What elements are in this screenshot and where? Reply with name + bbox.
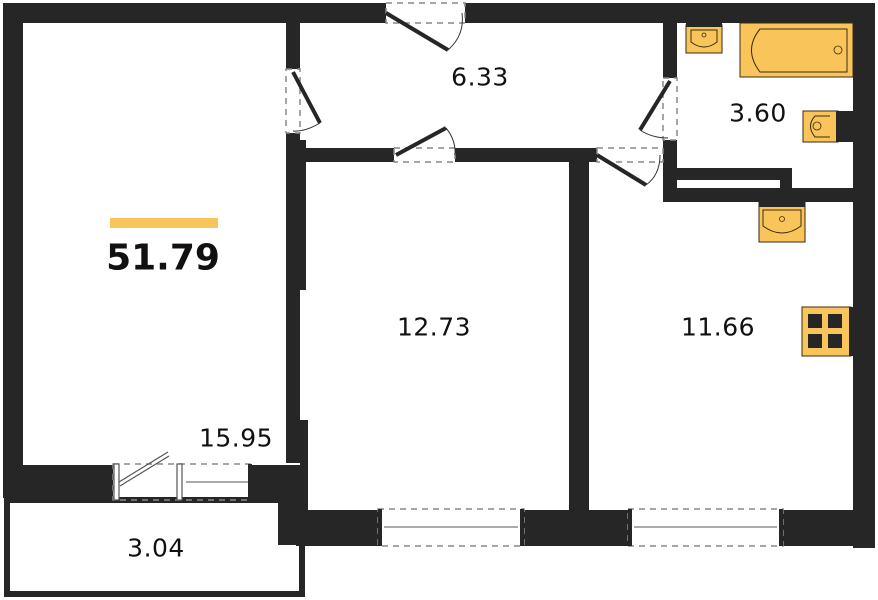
room-area-balcony: 3.04: [127, 533, 185, 563]
walls: [3, 3, 875, 548]
room-area-living-room: 15.95: [198, 423, 274, 453]
washbasin-icon: [685, 23, 723, 54]
room-area-bedroom: 12.73: [396, 312, 472, 342]
total-area-accent-bar: [110, 218, 218, 228]
door-swings: [292, 12, 669, 186]
room-area-kitchen: 11.66: [680, 312, 756, 342]
kitchen-sink-icon: [758, 201, 806, 243]
window-panes: [186, 481, 777, 528]
room-area-bathroom: 3.60: [729, 98, 787, 128]
balcony-door: [113, 451, 183, 501]
stove-icon: [801, 306, 853, 357]
window-frames: [248, 464, 783, 546]
bathtub-icon: [739, 22, 854, 78]
windows: [112, 463, 784, 547]
total-area: 51.79: [106, 237, 220, 279]
door-leaves: [291, 11, 672, 187]
room-area-hallway: 6.33: [451, 62, 509, 92]
toilet-icon: [802, 110, 853, 143]
